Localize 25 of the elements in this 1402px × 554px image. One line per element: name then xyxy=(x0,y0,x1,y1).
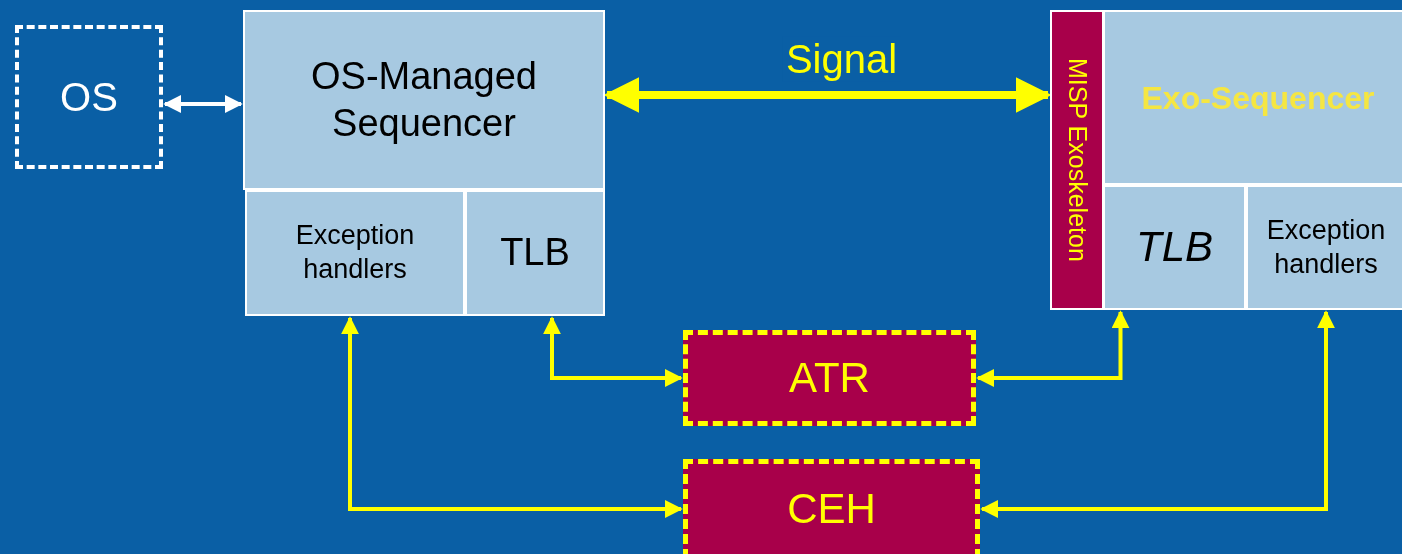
node-label: ATR xyxy=(789,352,870,403)
sequencer-box xyxy=(1103,10,1402,185)
node-label: TLB xyxy=(500,230,570,276)
arrow xyxy=(543,316,683,387)
node-label: CEH xyxy=(787,483,876,534)
node-label: Exo-Sequencer xyxy=(1141,78,1375,118)
component-box xyxy=(1246,185,1402,310)
exoskeleton-bar xyxy=(1050,10,1104,310)
node-label: TLB xyxy=(1136,222,1213,273)
arrow xyxy=(976,310,1130,387)
node-label: Exception handlers xyxy=(294,219,416,286)
arrow xyxy=(980,310,1335,518)
node-label: OS xyxy=(60,74,118,121)
node-label: OS-Managed Sequencer xyxy=(310,53,538,146)
arrow xyxy=(163,95,243,113)
dashed-box xyxy=(683,459,980,554)
vertical-label: MISP Exoskeleton xyxy=(1064,58,1090,262)
component-box xyxy=(465,190,605,316)
dashed-box xyxy=(683,330,976,426)
component-box xyxy=(1103,185,1246,310)
node-label: Exception handlers xyxy=(1265,213,1387,281)
component-box xyxy=(245,190,465,316)
arrow xyxy=(341,316,683,518)
sequencer-box xyxy=(243,10,605,190)
dashed-box xyxy=(15,25,163,169)
